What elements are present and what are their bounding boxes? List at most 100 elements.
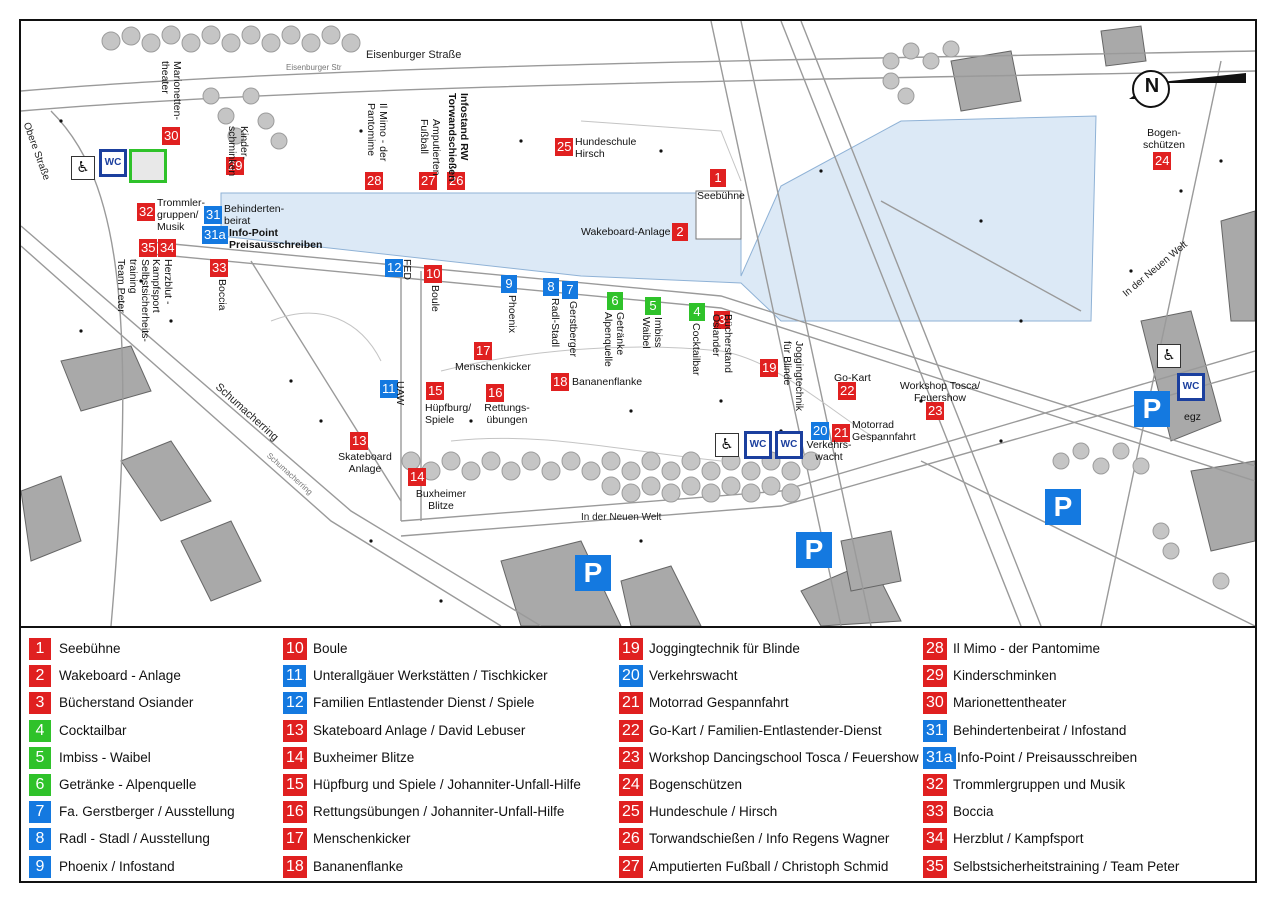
legend-label: Imbiss - Waibel	[59, 749, 151, 765]
map-badge-21[interactable]: 21	[832, 424, 851, 442]
map-dots	[59, 119, 1223, 603]
map-badge-31[interactable]: 31	[204, 206, 223, 224]
legend-number-badge: 15	[283, 774, 307, 796]
legend-label: Workshop Dancingschool Tosca / Feuershow	[649, 749, 919, 765]
legend-label: Marionettentheater	[953, 695, 1067, 711]
legend-number-badge: 32	[923, 774, 947, 796]
map-badge-12[interactable]: 12	[385, 259, 404, 277]
map-badge-2[interactable]: 2	[672, 223, 688, 241]
map-badge-35[interactable]: 35	[139, 239, 158, 257]
map-badge-18[interactable]: 18	[551, 373, 570, 391]
map-label-13: Skateboard Anlage	[338, 451, 392, 475]
map-badge-8[interactable]: 8	[543, 278, 559, 296]
legend-number-badge: 8	[29, 828, 51, 851]
parking-sign[interactable]: P	[796, 532, 832, 568]
map-badge-24[interactable]: 24	[1153, 152, 1172, 170]
legend-label: Herzblut / Kampfsport	[953, 831, 1084, 847]
wheelchair-icon: ♿	[1157, 344, 1181, 368]
map-badge-1[interactable]: 1	[710, 169, 726, 187]
map-base-drawing	[21, 21, 1255, 626]
legend-number-badge: 1	[29, 638, 51, 660]
trees	[101, 25, 1230, 590]
legend-number-badge: 7	[29, 801, 51, 824]
legend-label: Skateboard Anlage / David Lebuser	[313, 722, 526, 738]
map-badge-3[interactable]: 3	[714, 311, 730, 329]
map-badge-13[interactable]: 13	[350, 432, 369, 450]
map-badge-33[interactable]: 33	[210, 259, 229, 277]
map-badge-14[interactable]: 14	[408, 468, 427, 486]
map-badge-25[interactable]: 25	[555, 138, 574, 156]
map-badge-19[interactable]: 19	[760, 359, 779, 377]
map-frame: Eisenburger Straße Eisenburger Str Obere…	[19, 19, 1257, 883]
map-badge-29[interactable]: 29	[226, 157, 245, 175]
legend-number-badge: 34	[923, 828, 947, 851]
seebuehne-platform	[695, 190, 742, 240]
legend-number-badge: 16	[283, 801, 307, 824]
legend-number-badge: 31a	[923, 746, 956, 769]
map-badge-10[interactable]: 10	[424, 265, 443, 283]
map-label-21: Motorrad Gespannfahrt	[852, 419, 916, 443]
legend-label: Seebühne	[59, 641, 121, 656]
map-badge-26[interactable]: 26	[447, 172, 466, 190]
legend-label: Il Mimo - der Pantomime	[953, 641, 1101, 656]
legend-label: Boule	[313, 641, 348, 656]
map-badge-30[interactable]: 30	[162, 127, 181, 145]
map-badge-23[interactable]: 23	[926, 402, 945, 420]
legend-number-badge: 19	[619, 638, 643, 660]
legend-number-badge: 4	[29, 719, 51, 742]
street-in-der-neuen-welt-small: In der Neuen Welt	[581, 512, 662, 523]
wc-icon[interactable]: WC	[99, 149, 127, 177]
legend-label: Motorrad Gespannfahrt	[649, 695, 789, 711]
legend-number-badge: 28	[923, 638, 947, 660]
wc-icon[interactable]: WC	[775, 431, 803, 459]
legend-label: Getränke - Alpenquelle	[59, 777, 197, 792]
map-badge-5[interactable]: 5	[645, 297, 661, 315]
map-badge-28[interactable]: 28	[365, 172, 384, 190]
map-badge-15[interactable]: 15	[426, 382, 445, 400]
legend-label: Radl - Stadl / Ausstellung	[59, 831, 210, 847]
parking-sign[interactable]: P	[575, 555, 611, 591]
map-badge-7[interactable]: 7	[562, 281, 578, 299]
legend-label: Phoenix / Infostand	[59, 858, 175, 874]
map-badge-17[interactable]: 17	[474, 342, 493, 360]
wc-icon[interactable]: WC	[744, 431, 772, 459]
legend-label: Familien Entlastender Dienst / Spiele	[313, 695, 535, 711]
legend-label: Cocktailbar	[59, 722, 127, 738]
legend-label: Buxheimer Blitze	[313, 749, 415, 765]
map-label-23: Workshop Tosca/ Feuershow	[899, 380, 981, 404]
map-badge-16[interactable]: 16	[486, 384, 505, 402]
roads	[21, 21, 1255, 626]
map-label-26: Infostand RW Torwandschießen	[446, 93, 470, 182]
legend-label: Verkehrswacht	[649, 668, 738, 684]
legend-number-badge: 18	[283, 855, 307, 878]
map-badge-4[interactable]: 4	[689, 303, 705, 321]
map-label-5: Imbiss Waibel	[640, 317, 664, 349]
map-badge-11[interactable]: 11	[380, 380, 398, 398]
legend-number-badge: 17	[283, 828, 307, 851]
map-badge-31a[interactable]: 31a	[202, 226, 228, 244]
map-label-2: Wakeboard-Anlage	[581, 226, 671, 238]
parking-sign[interactable]: P	[1045, 489, 1081, 525]
event-map[interactable]: Eisenburger Straße Eisenburger Str Obere…	[21, 21, 1255, 626]
map-label-22: Go-Kart	[834, 372, 871, 384]
legend-number-badge: 2	[29, 665, 51, 688]
parking-sign[interactable]: P	[1134, 391, 1170, 427]
legend-number-badge: 9	[29, 855, 51, 878]
wc-icon[interactable]: WC	[1177, 373, 1205, 401]
map-badge-32[interactable]: 32	[137, 203, 156, 221]
legend-number-badge: 24	[619, 774, 643, 796]
legend-label: Bücherstand Osiander	[59, 695, 194, 711]
map-badge-34[interactable]: 34	[158, 239, 177, 257]
legend-label: Kinderschminken	[953, 668, 1057, 684]
map-badge-9[interactable]: 9	[501, 275, 517, 293]
map-label-15: Hüpfburg/ Spiele	[425, 402, 472, 426]
map-badge-22[interactable]: 22	[838, 382, 857, 400]
map-badge-6[interactable]: 6	[607, 292, 623, 310]
map-badge-27[interactable]: 27	[419, 172, 438, 190]
map-label-16: Rettungs- übungen	[484, 402, 530, 426]
map-label-11: UAW	[394, 381, 406, 406]
street-eisenburger-strasse: Eisenburger Straße	[366, 49, 462, 61]
map-badge-20[interactable]: 20	[811, 422, 830, 440]
map-label-30: Marionetten- theater	[159, 61, 183, 120]
